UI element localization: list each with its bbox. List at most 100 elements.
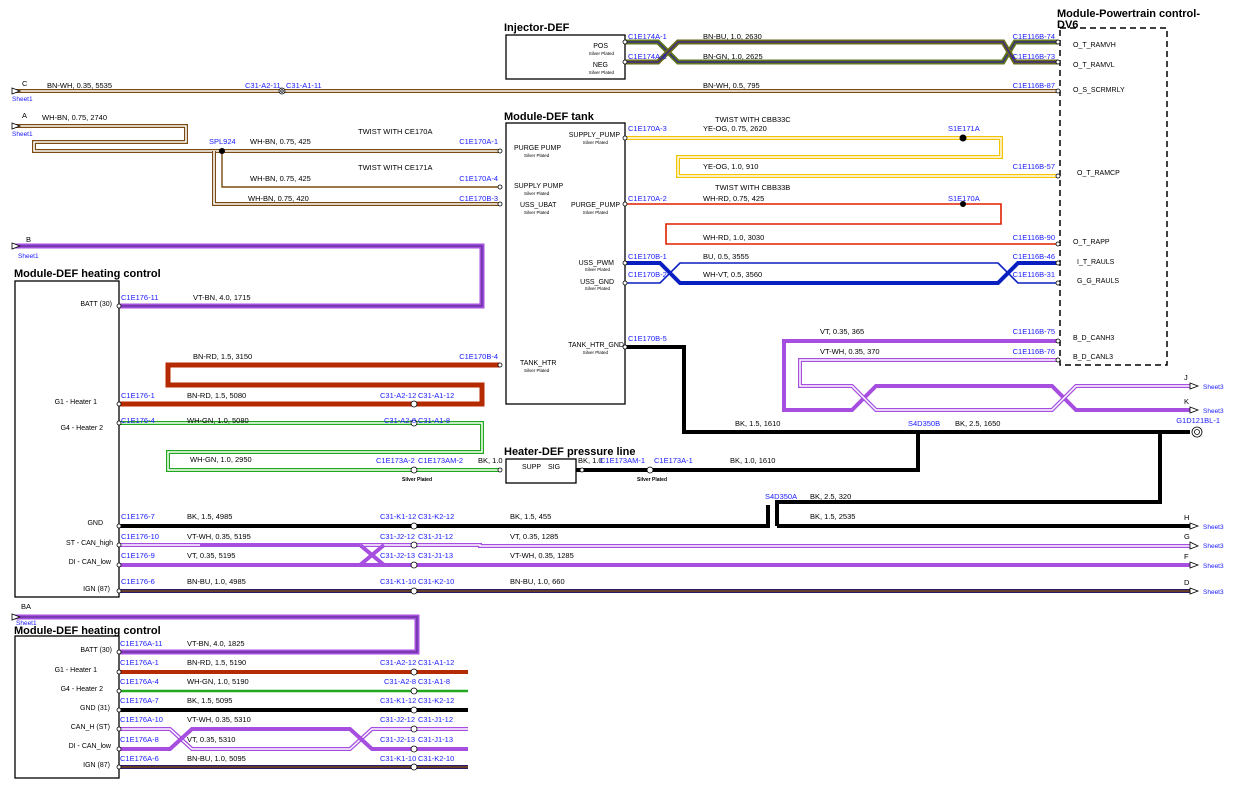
svg-text:C1E116B-76: C1E116B-76 [1013,347,1055,356]
wire-bk-pressure [576,432,920,472]
injector-def-module: Injector-DEF POS Silver Plated NEG Silve… [504,22,626,80]
svg-text:Heater-DEF pressure line: Heater-DEF pressure line [504,446,635,458]
svg-text:O_T_RAMCP: O_T_RAMCP [1077,170,1120,177]
wire-vt-bn-b-trace [12,245,483,307]
svg-text:CAN_H (ST): CAN_H (ST) [71,724,110,731]
svg-text:G1D121BL-1: G1D121BL-1 [1176,416,1220,425]
svg-text:PURGE PUMP: PURGE PUMP [514,145,561,152]
svg-text:C1E116B-73: C1E116B-73 [1013,52,1055,61]
svg-text:C1E116B-90: C1E116B-90 [1013,233,1055,242]
wire-can-twist-a [200,543,440,567]
svg-text:I_T_RAULS: I_T_RAULS [1077,259,1115,266]
svg-text:Module-Powertrain control-: Module-Powertrain control- [1057,8,1200,20]
svg-text:Sheet1: Sheet1 [12,96,33,103]
svg-text:C1E176A-6: C1E176A-6 [120,754,159,763]
wire-bn-gn-injector-trace [625,41,1058,63]
wire-bn-bu-injector-trace [625,41,1058,63]
wire-bn-bu-injector [625,39,1058,65]
svg-text:S1E170A: S1E170A [948,194,980,203]
svg-text:C31-J2-13: C31-J2-13 [380,735,415,744]
svg-text:Silver Plated: Silver Plated [524,368,550,373]
svg-text:C31-A2-8: C31-A2-8 [384,416,416,425]
svg-text:Silver Plated: Silver Plated [402,477,432,483]
svg-text:BATT (30): BATT (30) [80,647,112,654]
svg-text:WH-GN, 1.0, 5080: WH-GN, 1.0, 5080 [187,416,249,425]
svg-text:C1E174A-2: C1E174A-2 [628,52,667,61]
svg-text:C31-J2-12: C31-J2-12 [380,532,415,541]
svg-text:O_T_RAPP: O_T_RAPP [1073,239,1110,246]
svg-text:C1E176A-4: C1E176A-4 [120,677,159,686]
svg-text:Module-DEF heating control: Module-DEF heating control [14,268,161,280]
svg-text:C1E116B-46: C1E116B-46 [1013,252,1055,261]
svg-text:BK, 1.5, 2535: BK, 1.5, 2535 [810,512,855,521]
svg-text:BU, 0.5, 3555: BU, 0.5, 3555 [703,252,749,261]
svg-text:USS_GND: USS_GND [580,279,614,286]
svg-text:Silver Plated: Silver Plated [589,51,615,56]
svg-text:BN-BU, 1.0, 5095: BN-BU, 1.0, 5095 [187,754,246,763]
svg-text:BN-WH, 0.35, 5535: BN-WH, 0.35, 5535 [47,81,112,90]
svg-text:B_D_CANH3: B_D_CANH3 [1073,335,1114,342]
svg-text:C1E174A-1: C1E174A-1 [628,32,667,41]
svg-text:C31-A1-8: C31-A1-8 [418,677,450,686]
svg-text:O_S_SCRMRLY: O_S_SCRMRLY [1073,87,1125,94]
svg-text:BK, 1.0: BK, 1.0 [578,456,603,465]
wire-wh-bn-spl-2-inner [213,151,500,205]
svg-text:C1E176-1: C1E176-1 [121,391,155,400]
svg-text:VT-WH, 0.35, 5310: VT-WH, 0.35, 5310 [187,715,251,724]
svg-text:C31-K1-10: C31-K1-10 [380,754,416,763]
svg-text:Sheet3: Sheet3 [1203,524,1224,531]
svg-text:C1E176-9: C1E176-9 [121,551,155,560]
splice-dots [219,134,967,207]
wire-vt-2 [119,727,468,751]
svg-text:S1E171A: S1E171A [948,124,980,133]
svg-text:G4 - Heater 2: G4 - Heater 2 [61,425,104,432]
sheet-references: C Sheet1 A Sheet1 B Sheet1 J Sheet3 K Sh… [12,79,1224,627]
svg-text:C1E170A-3: C1E170A-3 [628,124,667,133]
svg-text:C1E116B-74: C1E116B-74 [1013,32,1055,41]
svg-text:G1 - Heater 1: G1 - Heater 1 [55,667,98,674]
svg-text:SIG: SIG [548,464,560,471]
svg-text:C31-J2-12: C31-J2-12 [380,715,415,724]
heater-def-pressure-line: Heater-DEF pressure line SUPP SIG [504,446,635,484]
svg-text:SPL924: SPL924 [209,137,236,146]
svg-text:Sheet1: Sheet1 [16,620,37,627]
svg-text:DI - CAN_low: DI - CAN_low [69,743,112,750]
svg-text:Module-DEF tank: Module-DEF tank [504,111,595,123]
svg-text:VT, 0.35, 365: VT, 0.35, 365 [820,327,864,336]
svg-text:C31-A2-11: C31-A2-11 [245,81,281,90]
svg-text:POS: POS [593,43,608,50]
wire-bk-tank-htr-gnd [625,345,1190,434]
svg-text:C1E176A-7: C1E176A-7 [120,696,159,705]
svg-text:C31-A1-12: C31-A1-12 [418,658,454,667]
svg-text:C1E173A-2: C1E173A-2 [376,456,415,465]
svg-text:A: A [22,111,27,120]
svg-text:WH-BN, 0.75, 425: WH-BN, 0.75, 425 [250,137,311,146]
wire-wh-vt [625,262,1058,284]
svg-text:C1E116B-57: C1E116B-57 [1013,162,1055,171]
svg-text:H: H [1184,513,1189,522]
svg-text:BN-BU, 1.0, 660: BN-BU, 1.0, 660 [510,577,565,586]
def-heating-control-module-2: Module-DEF heating control BATT (30) G1 … [14,625,161,779]
svg-text:Silver Plated: Silver Plated [589,70,615,75]
svg-text:C1E116B-31: C1E116B-31 [1013,270,1055,279]
svg-text:C1E176A-8: C1E176A-8 [120,735,159,744]
svg-text:C31-J1-13: C31-J1-13 [418,551,453,560]
svg-text:C1E170B-1: C1E170B-1 [628,252,667,261]
svg-text:Sheet3: Sheet3 [1203,563,1224,570]
svg-text:WH-VT, 0.5, 3560: WH-VT, 0.5, 3560 [703,270,762,279]
wire-wh-bn-spl-1 [221,151,500,188]
svg-text:C31-K2-12: C31-K2-12 [418,512,454,521]
connector-labels: C1E174A-1 C1E174A-2 C1E116B-74 C1E116B-7… [120,32,1220,763]
svg-text:TWIST WITH CE170A: TWIST WITH CE170A [358,127,432,136]
svg-text:S4D350A: S4D350A [765,492,797,501]
svg-text:USS_UBAT: USS_UBAT [520,202,557,209]
svg-text:WH-RD, 0.75, 425: WH-RD, 0.75, 425 [703,194,764,203]
svg-text:Sheet3: Sheet3 [1203,543,1224,550]
svg-text:C1E176-6: C1E176-6 [121,577,155,586]
svg-text:BN-GN, 1.0, 2625: BN-GN, 1.0, 2625 [703,52,763,61]
svg-text:C31-J2-13: C31-J2-13 [380,551,415,560]
svg-text:WH-BN, 0.75, 420: WH-BN, 0.75, 420 [248,194,309,203]
svg-text:C1E170A-4: C1E170A-4 [459,174,498,183]
svg-text:SUPPLY_PUMP: SUPPLY_PUMP [569,132,621,139]
svg-text:C1E176-10: C1E176-10 [121,532,159,541]
